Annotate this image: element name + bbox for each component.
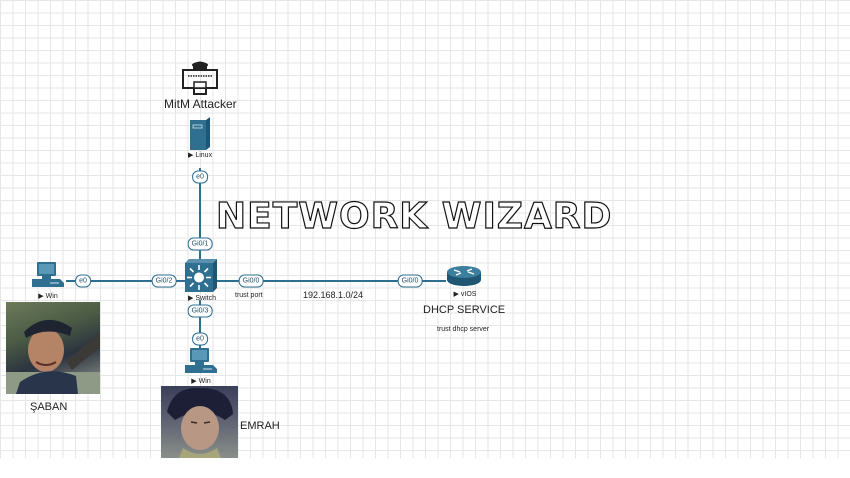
emrah-name: EMRAH xyxy=(240,420,280,432)
network-wizard-title: NETWORK WIZARD xyxy=(215,195,613,237)
dhcp-trust-note: trust dhcp server xyxy=(437,326,490,333)
topology-canvas[interactable] xyxy=(0,0,850,458)
dhcp-service-caption: DHCP SERVICE xyxy=(423,304,506,316)
win-left-port-e0[interactable]: e0 xyxy=(75,274,91,288)
switch-icon[interactable] xyxy=(185,259,217,292)
saban-photo xyxy=(6,302,100,394)
router-port-gi0-0[interactable]: Gi0/0 xyxy=(397,274,423,288)
pc-icon[interactable] xyxy=(32,262,64,288)
switch-port-gi0-2[interactable]: Gi0/2 xyxy=(151,274,177,288)
switch-port-gi0-0[interactable]: Gi0/0 xyxy=(238,274,264,288)
win-bottom-port-e0[interactable]: e0 xyxy=(192,332,208,346)
win-bottom-type-label: ▶Win xyxy=(191,378,211,385)
play-icon[interactable]: ▶ xyxy=(453,291,459,298)
emrah-photo xyxy=(161,386,238,458)
saban-name: ŞABAN xyxy=(30,401,68,413)
pc-icon[interactable] xyxy=(185,348,217,374)
switch-port-gi0-1[interactable]: Gi0/1 xyxy=(187,237,213,251)
switch-port-gi0-3[interactable]: Gi0/3 xyxy=(187,304,213,318)
router-icon[interactable] xyxy=(446,265,482,287)
play-icon[interactable]: ▶ xyxy=(187,152,194,159)
win-left-type-label: ▶Win xyxy=(38,293,58,300)
router-type-label: ▶vIOS xyxy=(453,291,477,298)
attacker-type-label: ▶Linux xyxy=(187,152,213,159)
trust-port-note: trust port xyxy=(235,292,263,299)
hacker-monitor-icon[interactable] xyxy=(180,56,220,96)
play-icon[interactable]: ▶ xyxy=(38,293,44,300)
play-icon[interactable]: ▶ xyxy=(187,295,194,302)
network-subnet-label: 192.168.1.0/24 xyxy=(303,290,364,300)
server-icon[interactable] xyxy=(187,116,213,150)
attacker-caption: MitM Attacker xyxy=(164,97,237,111)
play-icon[interactable]: ▶ xyxy=(191,378,197,385)
attacker-port-e0[interactable]: e0 xyxy=(192,170,208,184)
switch-type-label: ▶Switch xyxy=(187,295,217,302)
